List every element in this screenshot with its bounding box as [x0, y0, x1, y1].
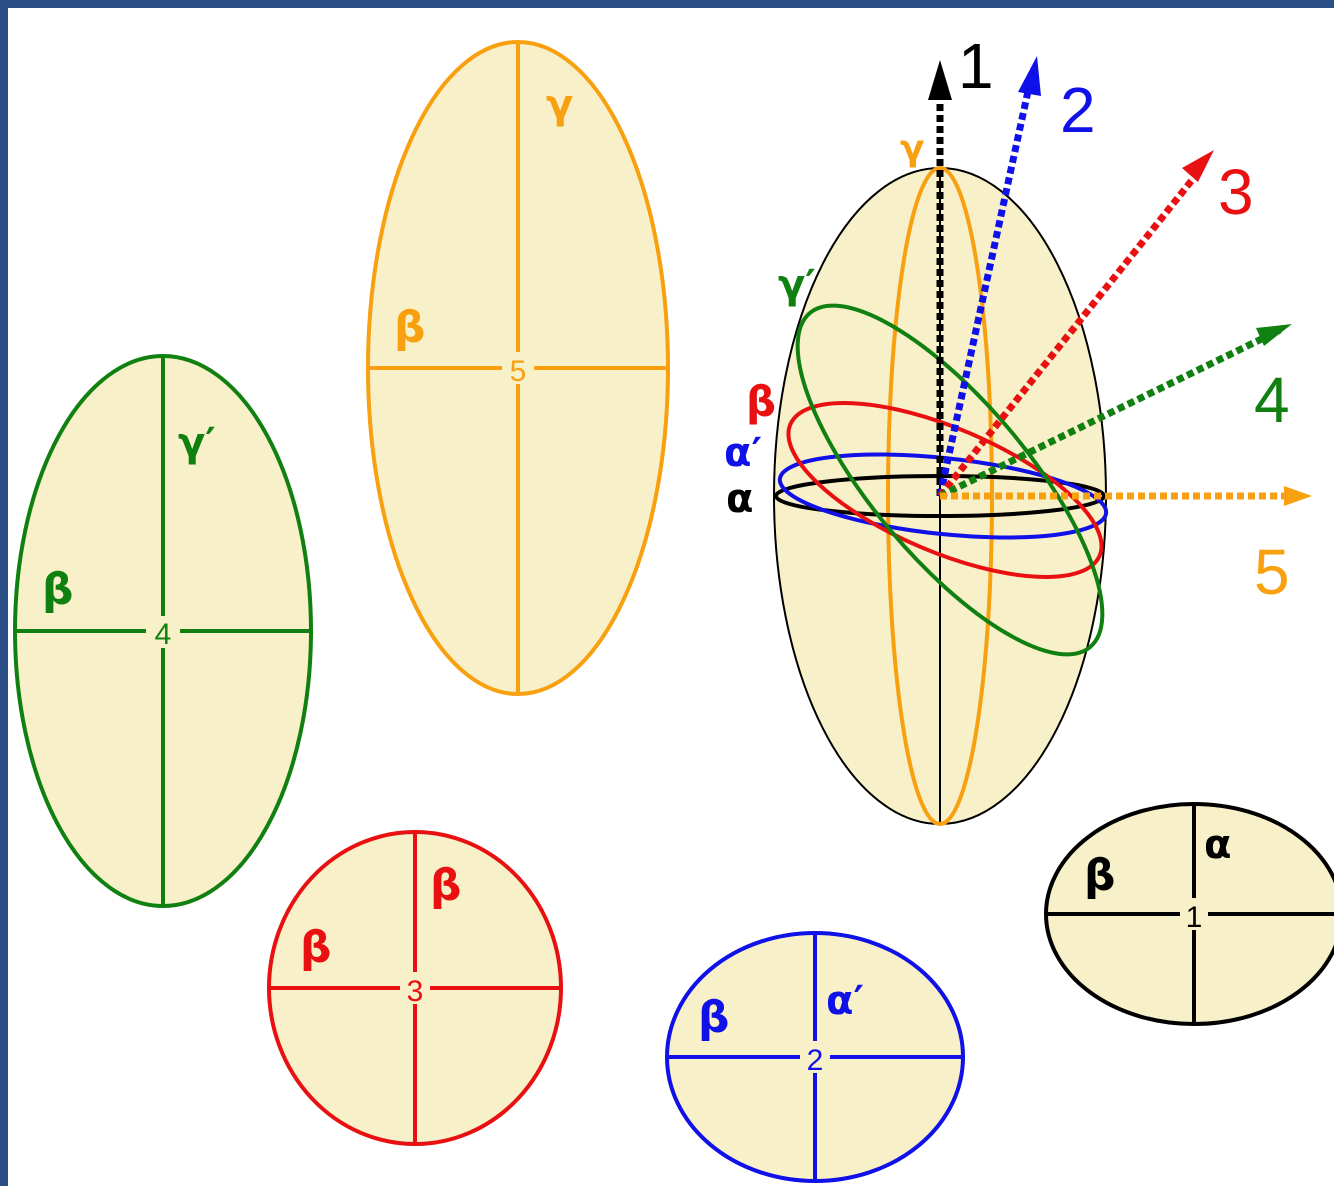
section-2: 2 α′ β — [665, 931, 965, 1183]
indicatrix-section-5 — [886, 166, 994, 826]
section-4: 4 γ′ β — [13, 354, 313, 908]
indicatrix-section-4 — [795, 303, 1105, 657]
section-1-left-label: β — [1084, 850, 1116, 901]
diagram-frame: 5 γ β 4 γ′ β 3 β β 2 α′ β 1 — [8, 8, 1334, 1186]
indicatrix-beta-label: β — [746, 377, 776, 426]
arrow-4-head — [1256, 324, 1292, 346]
axis-3-label: 3 — [1218, 156, 1254, 228]
direction-arrows — [936, 81, 1300, 500]
arrow-4-shaft — [938, 326, 1282, 500]
section-5: 5 γ β — [366, 40, 670, 696]
axis-5-label: 5 — [1254, 536, 1290, 608]
indicatrix-alpha-prime-label: α′ — [724, 430, 762, 476]
axis-4-label: 4 — [1254, 364, 1290, 436]
section-1-top-label: α — [1204, 822, 1231, 868]
indicatrix-section-1 — [774, 474, 1106, 518]
section-1-center-label: 1 — [1186, 901, 1203, 934]
section-2-left-label: β — [698, 992, 730, 1043]
section-5-left-label: β — [394, 302, 426, 353]
section-5-center-label: 5 — [510, 355, 527, 388]
arrow-2-shaft — [936, 81, 1034, 497]
section-2-center-label: 2 — [807, 1044, 824, 1077]
axis-2-label: 2 — [1060, 74, 1096, 146]
arrow-1-head — [928, 60, 952, 100]
indicatrix-gamma-prime-label: γ′ — [778, 262, 816, 308]
arrow-3-shaft — [937, 167, 1203, 499]
axis-1-label: 1 — [958, 30, 994, 102]
indicatrix-diagram: 5 γ β 4 γ′ β 3 β β 2 α′ β 1 — [13, 30, 1334, 1183]
section-1: 1 α β — [1044, 802, 1334, 1026]
arrow-2-head — [1018, 56, 1041, 96]
section-3-center-label: 3 — [407, 975, 424, 1008]
indicatrix-section-3 — [786, 401, 1104, 579]
arrow-3-head — [1182, 150, 1214, 182]
section-4-center-label: 4 — [155, 618, 172, 651]
section-3: 3 β β — [267, 830, 563, 1146]
section-3-top-label: β — [430, 860, 462, 911]
indicatrix-alpha-label: α — [726, 476, 753, 522]
section-5-top-label: γ — [546, 82, 573, 128]
section-4-left-label: β — [42, 564, 74, 615]
indicatrix: 1 2 3 4 5 γ γ′ β α′ α — [724, 30, 1312, 826]
section-3-left-label: β — [300, 922, 332, 973]
indicatrix-gamma-label: γ — [900, 128, 925, 169]
section-4-top-label: γ′ — [178, 420, 216, 466]
arrow-5-head — [1284, 486, 1312, 506]
section-2-top-label: α′ — [826, 978, 864, 1024]
